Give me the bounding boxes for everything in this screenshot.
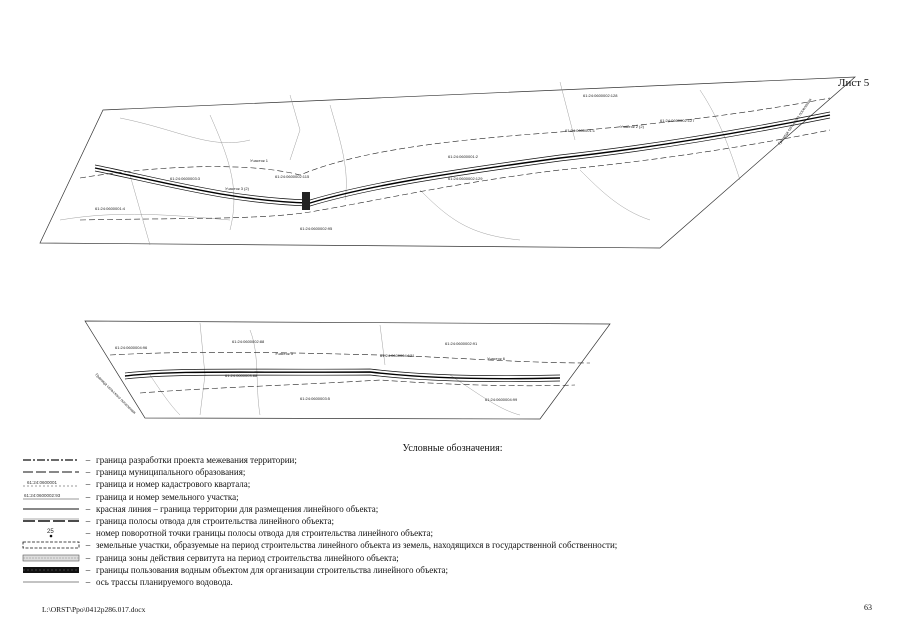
map-label: 61:24:0600004:96: [115, 345, 148, 350]
legend-text: земельные участки, образуемые на период …: [96, 540, 618, 551]
map-label: Участок 2 (2): [620, 124, 645, 129]
map-label: 61:24:0600001:2: [448, 154, 479, 159]
legend-title: Условные обозначения:: [402, 443, 503, 454]
legend-text: граница разработки проекта межевания тер…: [96, 455, 297, 466]
legend-text: граница полосы отвода для строительства …: [96, 516, 335, 527]
svg-text:61:24:0600002:93: 61:24:0600002:93: [24, 493, 61, 498]
legend-item: 61:24:0600002:93 – граница и номер земел…: [20, 491, 880, 503]
legend-item: – граница разработки проекта межевания т…: [20, 454, 880, 466]
legend-symbol: [20, 539, 82, 551]
legend-text: граница и номер земельного участка;: [96, 491, 239, 502]
page-number: 63: [864, 603, 872, 612]
legend-symbol: 61:24:0600002:93: [20, 491, 82, 503]
map-label: 61:24:0600002:128: [583, 93, 618, 98]
map-label: 61:24:0600002:95: [300, 226, 333, 231]
sheet-label: Лист 5: [838, 77, 870, 89]
legend: – граница разработки проекта межевания т…: [20, 454, 880, 588]
legend-symbol: [20, 466, 82, 478]
legend-item: – граница муниципального образования;: [20, 466, 880, 478]
legend-item: 61:24:0600001 – граница и номер кадастро…: [20, 478, 880, 490]
map-label: Участок 3 (2): [225, 186, 250, 191]
legend-text: ось трассы планируемого водовода.: [96, 576, 233, 587]
map-fragment-top: 61:24:0600002:128 Участок 2 (2) 61:24:06…: [39, 76, 856, 249]
map-label: Участок 6: [487, 356, 506, 361]
legend-item: – земельные участки, образуемые на перио…: [20, 539, 880, 551]
svg-text:25: 25: [47, 529, 54, 535]
map-label: 61:24:0600004:121: [380, 353, 415, 358]
legend-item: – ось трассы планируемого водовода.: [20, 576, 880, 588]
legend-symbol: [20, 552, 82, 564]
legend-item: – граница полосы отвода для строительств…: [20, 515, 880, 527]
footer-file-path: L:\ORST\Ppo\0412p286.017.docx: [42, 605, 146, 614]
map-label: 61:24:0600002:91: [445, 341, 478, 346]
legend-text: границы пользования водным объектом для …: [96, 564, 449, 575]
map-frame-top: [39, 76, 856, 249]
map-label: 61:24:0600004:99: [485, 397, 518, 402]
legend-symbol: [20, 515, 82, 527]
map-label: Участок 5: [275, 351, 294, 356]
legend-text: номер поворотной точки границы полосы от…: [96, 528, 433, 539]
legend-text: граница муниципального образования;: [96, 467, 246, 478]
legend-symbol: 25: [20, 527, 82, 539]
legend-symbol: 61:24:0600001: [20, 478, 82, 490]
map-label: 61:24:0600001:1: [565, 128, 596, 133]
legend-item: – граница зоны действия сервитута на пер…: [20, 552, 880, 564]
map-label: 61:24:0600003:88: [225, 373, 258, 378]
legend-text: красная линия – граница территории для р…: [96, 503, 379, 514]
map-label: 61:24:0600001:4: [95, 206, 126, 211]
legend-symbol: [20, 503, 82, 515]
svg-text:61:24:0600001: 61:24:0600001: [27, 480, 58, 485]
map-label: 61:24:0600003:3: [170, 176, 201, 181]
map-label: Участок 1: [250, 158, 269, 163]
legend-item: – красная линия – граница территории для…: [20, 503, 880, 515]
legend-symbol: [20, 564, 82, 576]
legend-item: – границы пользования водным объектом дл…: [20, 564, 880, 576]
map-label: 61:24:0600002:129: [448, 176, 483, 181]
legend-text: граница зоны действия сервитута на перио…: [96, 552, 399, 563]
map-label: 61:24:0600002:88: [232, 339, 265, 344]
map-fragment-bottom: 61:24:0600002:88 61:24:0600002:91 61:24:…: [84, 320, 611, 420]
legend-symbol: [20, 576, 82, 588]
legend-text: граница и номер кадастрового квартала;: [96, 479, 251, 490]
map-label: 61:24:0600002:115: [275, 174, 310, 179]
legend-item: 25 – номер поворотной точки границы поло…: [20, 527, 880, 539]
map-frame-bottom: [84, 320, 611, 420]
map-label: 61:24:0600003:5: [300, 396, 331, 401]
legend-symbol: [20, 454, 82, 466]
map-label: 61:24:0600002:127: [660, 118, 695, 123]
